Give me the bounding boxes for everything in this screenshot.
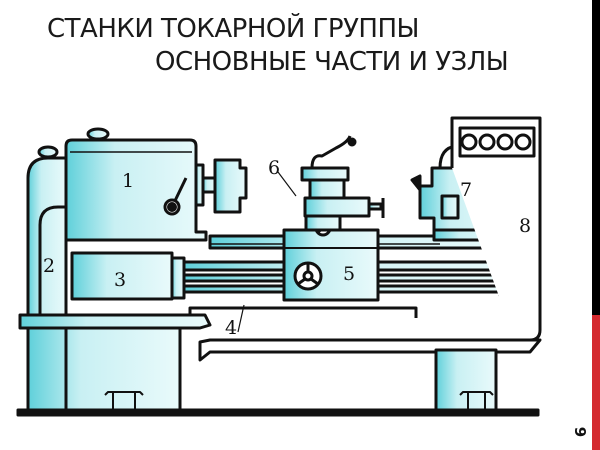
label-5: 5 [343, 263, 355, 285]
label-1: 1 [122, 170, 134, 192]
label-8: 8 [519, 215, 531, 237]
bed [188, 306, 418, 318]
headstock [64, 138, 208, 242]
label-7: 7 [460, 179, 472, 201]
leg-right [434, 348, 498, 412]
label-3: 3 [114, 269, 126, 291]
slide-number: 9 [571, 426, 590, 438]
part-labels: 1 2 3 4 5 6 7 8 [43, 157, 531, 339]
sidebar-accent-red [592, 315, 600, 450]
title-line-2: ОСНОВНЫЕ ЧАСТИ И УЗЛЫ [155, 47, 509, 77]
leg-left [26, 326, 182, 412]
label-2: 2 [43, 255, 55, 277]
label-4: 4 [225, 317, 237, 339]
lathe-diagram: 1 2 3 4 5 6 7 8 [16, 116, 542, 417]
chip-tray [198, 338, 542, 362]
sidebar-accent-black [592, 0, 600, 315]
title-line-1: СТАНКИ ТОКАРНОЙ ГРУППЫ [47, 14, 419, 44]
label-6: 6 [268, 157, 280, 179]
floor-base [16, 408, 540, 417]
gearbox [70, 251, 174, 301]
apron [282, 228, 380, 302]
